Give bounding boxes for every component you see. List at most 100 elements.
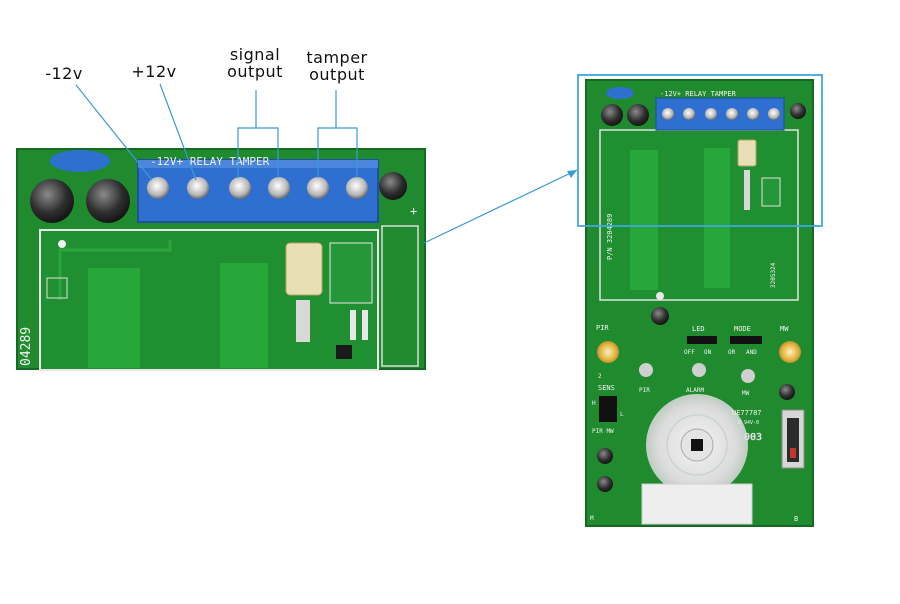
closeup-crystal-leg [296, 300, 310, 342]
full-mw-pot [779, 341, 801, 363]
callout-label-tamper-line1: tamper [306, 48, 368, 67]
closeup-crystal [285, 242, 323, 296]
callout-label-minus12v: -12v [45, 64, 83, 83]
full-lens-ring [666, 414, 728, 476]
full-chip-code: UE77787 [732, 409, 762, 417]
full-microwave-diode [790, 448, 796, 458]
full-num-2: 2 [598, 373, 602, 380]
full-trace-pad-1 [630, 150, 658, 290]
callout-lines [75, 83, 578, 244]
closeup-terminal-top [138, 160, 378, 168]
closeup-terminal-header: -12V+ RELAY TAMPER [150, 155, 270, 168]
full-sens-h: H [592, 400, 596, 407]
full-mode-label: MODE [734, 325, 751, 333]
closeup-terminal-block [137, 159, 379, 223]
full-sens-l: L [620, 411, 624, 418]
full-vertical-code: 3205324 [770, 262, 777, 288]
closeup-smd-area [329, 242, 373, 304]
closeup-via [58, 240, 66, 248]
closeup-board: -12V+ RELAY TAMPER + 04289 [16, 148, 426, 371]
callout-label-tamper-line2: output [309, 65, 365, 84]
closeup-screw-1 [147, 177, 169, 199]
closeup-screw-6 [346, 177, 368, 199]
full-corner-m: M [590, 515, 594, 522]
full-label-tape [641, 483, 753, 525]
closeup-ceramic-cap [50, 150, 110, 172]
full-crystal-leg [744, 170, 750, 210]
full-sens-pir-mw: PIR MW [592, 428, 614, 435]
zoom-highlight-box [577, 74, 823, 227]
full-smd-area [761, 177, 781, 207]
full-led-off: OFF [684, 349, 695, 356]
full-terminal-header: -12V+ RELAY TAMPER [660, 90, 737, 98]
full-ceramic-cap [606, 87, 634, 99]
full-screw-1 [662, 108, 674, 120]
closeup-capacitor-2 [86, 179, 130, 223]
zoom-arrowhead [567, 170, 577, 178]
full-capacitor-3 [790, 103, 806, 119]
full-capacitor-4 [651, 307, 669, 325]
full-via [656, 292, 664, 300]
full-pir-label: PIR [596, 324, 609, 332]
callout-bracket-tamper [317, 90, 358, 178]
full-pir-pot [597, 341, 619, 363]
full-capacitor-5 [779, 384, 795, 400]
closeup-capacitor-3 [379, 172, 407, 200]
closeup-side-code: 04289 [19, 327, 34, 366]
full-capacitor-2 [627, 104, 649, 126]
full-screw-5 [747, 108, 759, 120]
full-board: -12V+ RELAY TAMPER P/N 3204289 3205324 P… [585, 79, 814, 527]
full-screw-4 [726, 108, 738, 120]
full-led-jumper [687, 336, 717, 344]
closeup-screws [147, 177, 368, 199]
callout-label-plus12v: +12v [131, 62, 177, 81]
closeup-plus-mark: + [410, 204, 417, 218]
closeup-silk-square [46, 277, 68, 299]
callout-label-signal: signal output [214, 46, 296, 80]
closeup-transistor [336, 345, 352, 359]
full-capacitor-7 [597, 476, 613, 492]
full-digits: 003 [744, 432, 762, 443]
callout-line-zoom [423, 169, 578, 244]
full-alarm-led [692, 363, 706, 377]
closeup-capacitor-1 [30, 179, 74, 223]
full-pir-led [639, 363, 653, 377]
closeup-screw-3 [229, 177, 251, 199]
callout-line-minus12v [75, 84, 153, 181]
full-capacitor-6 [597, 448, 613, 464]
full-mode-or: OR [728, 349, 736, 356]
full-screw-2 [683, 108, 695, 120]
full-crystal [737, 139, 757, 167]
full-screws [662, 108, 780, 120]
callout-line-plus12v [159, 83, 197, 181]
closeup-resistor-2 [362, 310, 368, 340]
closeup-silk-frame [381, 225, 419, 367]
callout-label-signal-line1: signal [229, 45, 281, 64]
full-chip-sub: D 94V-0 [738, 420, 759, 426]
full-subboard [599, 129, 799, 301]
full-led-on: ON [704, 349, 712, 356]
full-led-label: LED [692, 325, 705, 333]
closeup-screw-5 [307, 177, 329, 199]
closeup-trace [58, 240, 172, 300]
full-screw-3 [705, 108, 717, 120]
full-pyro-window [691, 439, 703, 451]
full-mode-jumper [730, 336, 762, 344]
full-corner-b: B [794, 515, 798, 523]
closeup-resistor-1 [350, 310, 356, 340]
full-sens-label: SENS [598, 384, 615, 392]
closeup-screw-4 [268, 177, 290, 199]
full-part-number: P/N 3204289 [606, 214, 614, 260]
full-mw-label: MW [780, 325, 789, 333]
full-screw-6 [768, 108, 780, 120]
full-capacitor-1 [601, 104, 623, 126]
closeup-trace-pad-1 [88, 268, 140, 368]
callout-bracket-signal [237, 90, 279, 178]
full-mode-and: AND [746, 349, 757, 356]
callout-label-signal-line2: output [227, 62, 283, 81]
full-trace-pad-2 [704, 148, 730, 288]
full-pir-led-label: PIR [639, 387, 650, 394]
closeup-screw-2 [187, 177, 209, 199]
full-sens-jumper [599, 396, 617, 422]
